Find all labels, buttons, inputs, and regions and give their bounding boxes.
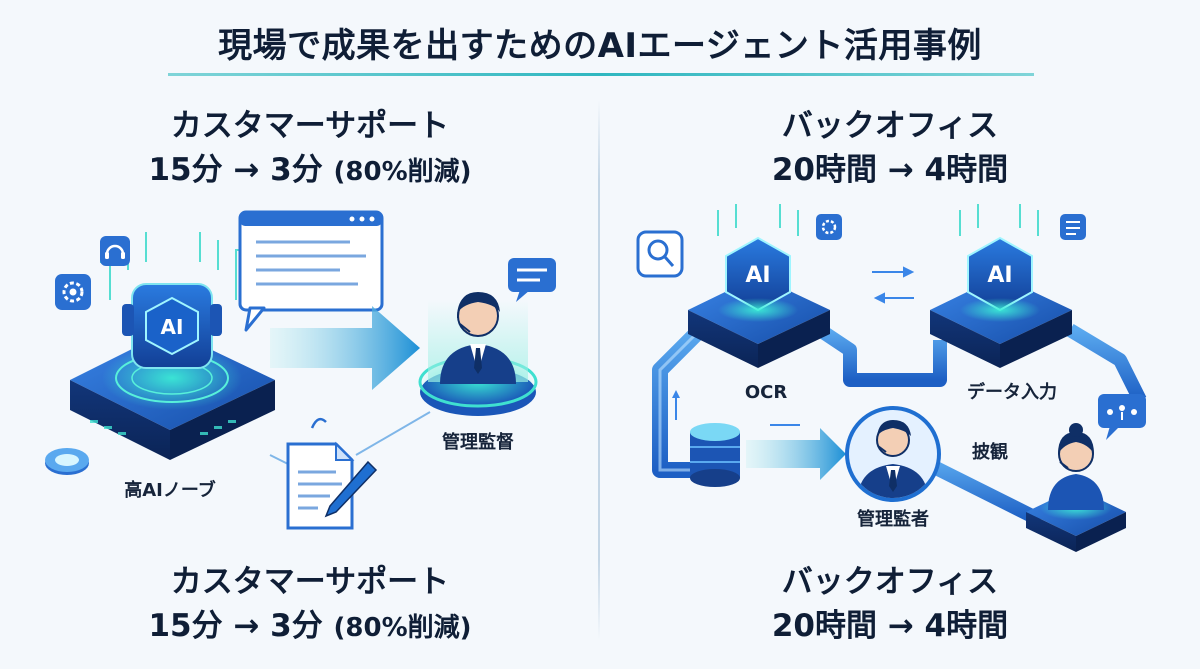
left-node-label: 高AIノーブ bbox=[124, 479, 216, 501]
supervisor-avatar bbox=[418, 292, 538, 416]
left-metric: 15分 → 3分 (80%削減) bbox=[90, 150, 530, 192]
document-pen-icon bbox=[286, 417, 378, 530]
review-label: 披観 bbox=[972, 441, 1008, 463]
status-disc bbox=[45, 448, 89, 475]
form-icon bbox=[1060, 214, 1086, 240]
left-footer-metric: 15分 → 3分 (80%削減) bbox=[90, 606, 530, 648]
left-heading: カスタマーサポート bbox=[170, 108, 450, 144]
section-divider bbox=[598, 100, 600, 640]
left-footer-heading: カスタマーサポート bbox=[170, 564, 450, 600]
signal-lines-right bbox=[717, 204, 1039, 236]
supervisor-avatar bbox=[845, 406, 941, 502]
gear-icon bbox=[55, 274, 91, 310]
entry-ai-node: AI bbox=[930, 236, 1072, 368]
data-pipe bbox=[652, 323, 1147, 527]
sync-arrows bbox=[872, 266, 915, 304]
ocr-ai-node: AI bbox=[688, 236, 830, 368]
arrow-right-icon bbox=[270, 306, 420, 390]
ocr-label: OCR bbox=[745, 382, 788, 403]
left-footer-metric-main: 15分 → 3分 bbox=[148, 608, 323, 644]
right-heading: バックオフィス bbox=[781, 108, 999, 144]
supervisor-label: 管理監者 bbox=[857, 508, 929, 530]
reviewer-avatar bbox=[1026, 423, 1126, 552]
arrow-right-icon bbox=[672, 390, 846, 480]
chat-bubble-icon bbox=[508, 258, 556, 302]
right-metric: 20時間 → 4時間 bbox=[771, 152, 1009, 188]
page-title: 現場で成果を出すためのAIエージェント活用事例 bbox=[218, 26, 982, 66]
chat-window-icon bbox=[238, 210, 384, 332]
entry-label: データ入力 bbox=[967, 381, 1057, 403]
right-ai-chip-label-2: AI bbox=[987, 263, 1012, 288]
right-footer-heading: バックオフィス bbox=[781, 564, 999, 600]
search-icon bbox=[636, 230, 684, 278]
left-metric-note: (80%削減) bbox=[333, 157, 472, 187]
left-metric-main: 15分 → 3分 bbox=[148, 152, 323, 188]
right-footer-metric: 20時間 → 4時間 bbox=[771, 608, 1009, 644]
headset-icon bbox=[100, 236, 130, 266]
left-person-label: 管理監督 bbox=[442, 431, 514, 453]
left-ai-chip-label: AI bbox=[161, 315, 184, 339]
database-icon bbox=[690, 423, 740, 487]
chat-dots-icon bbox=[1098, 394, 1146, 440]
ai-robot: AI bbox=[122, 283, 222, 369]
left-footer-metric-note: (80%削減) bbox=[333, 613, 472, 643]
title-underline bbox=[168, 73, 1034, 76]
right-ai-chip-label-1: AI bbox=[745, 263, 770, 288]
gear-icon bbox=[816, 214, 842, 240]
